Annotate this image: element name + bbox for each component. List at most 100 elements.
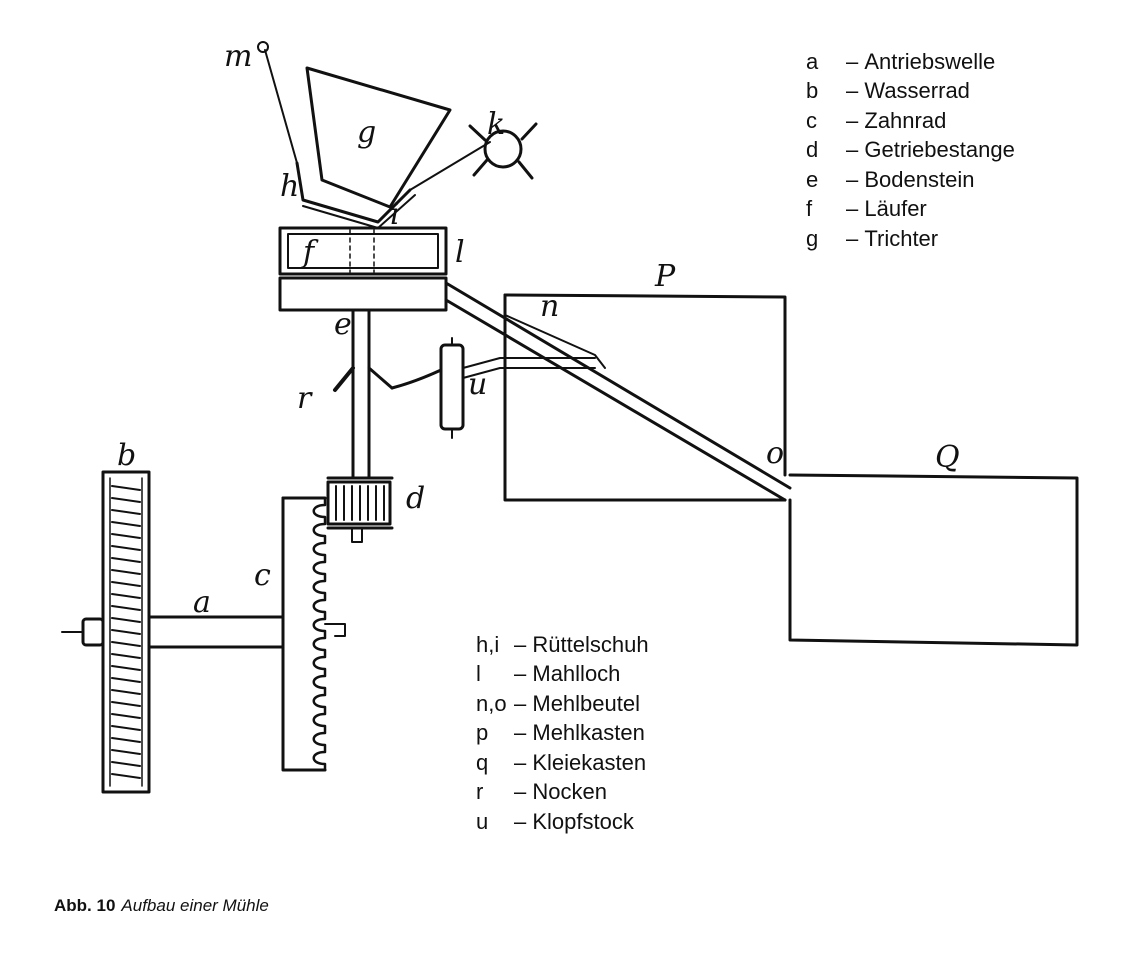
legend-dash: –: [514, 631, 527, 657]
caption-text: Aufbau einer Mühle: [121, 896, 269, 915]
wheel-slat: [111, 557, 141, 563]
wheel-slat: [111, 713, 141, 719]
bran-box: [788, 473, 1079, 647]
hopper: [305, 66, 452, 209]
part-label-a: a: [193, 585, 211, 620]
legend-label: Zahnrad: [864, 107, 947, 133]
wheel-slat: [111, 701, 141, 707]
legend-label: Wasserrad: [864, 78, 970, 104]
part-label-d: d: [406, 481, 425, 516]
part-label-l: l: [455, 235, 465, 270]
caption-prefix: Abb. 10: [54, 896, 116, 915]
flour-bolter: [444, 281, 792, 502]
legend-key: f: [806, 196, 813, 222]
wheel-slat: [111, 521, 141, 527]
knocking-stick: [439, 337, 596, 439]
wheel-slat: [111, 593, 141, 599]
part-label-u: u: [468, 367, 487, 402]
legend-key: u: [476, 808, 489, 834]
wheel-slat: [111, 533, 141, 539]
part-label-r: r: [297, 381, 313, 416]
wheel-slat: [111, 605, 141, 611]
legend-item: l– Mahlloch: [476, 660, 649, 690]
legend-item: f – Läufer: [806, 195, 1015, 225]
wheel-slat: [111, 689, 141, 695]
wheel-slat: [111, 485, 141, 491]
legend-item: e– Bodenstein: [806, 165, 1015, 195]
cams: [333, 366, 443, 392]
wheel-slat: [111, 773, 141, 779]
legend-key: n,o: [476, 690, 507, 716]
legend-item: c – Zahnrad: [806, 106, 1015, 136]
part-label-b: b: [117, 438, 136, 473]
legend-key: r: [476, 779, 484, 805]
part-label-o: o: [766, 436, 784, 471]
legend-item: q– Kleiekasten: [476, 748, 649, 778]
figure-caption: Abb. 10 Aufbau einer Mühle: [54, 896, 269, 916]
legend-label: Mehlkasten: [532, 720, 645, 746]
legend-label: Trichter: [864, 225, 939, 251]
legend-label: Nocken: [532, 779, 607, 805]
wheel-slat: [111, 629, 141, 635]
wheel-slat: [111, 677, 141, 683]
runner-stone: [278, 226, 448, 276]
legend-dash: –: [846, 107, 859, 133]
legend-top: a – Antriebswelle b – Wasserrad c – Zahnrad d –…: [806, 47, 1015, 254]
legend-label: Mehlbeutel: [532, 690, 641, 716]
legend-dash: –: [846, 78, 859, 104]
flour-box: [503, 293, 787, 502]
part-label-k: k: [487, 107, 505, 142]
legend-dash: –: [514, 661, 527, 687]
legend-label: Bodenstein: [864, 166, 975, 192]
part-label-e: e: [334, 307, 352, 342]
legend-item: b – Wasserrad: [806, 77, 1015, 107]
part-label-q: Q: [935, 440, 960, 475]
legend-dash: –: [846, 225, 859, 251]
water-wheel: [101, 470, 151, 794]
wheel-slat: [111, 509, 141, 515]
legend-dash: –: [514, 779, 527, 805]
part-label-g: g: [357, 115, 376, 150]
wheel-slat: [111, 665, 141, 671]
gear-wheel: [281, 496, 346, 772]
spindle: [351, 308, 371, 480]
part-label-m: m: [224, 39, 252, 74]
legend-key: l: [476, 661, 481, 687]
wheel-slat: [111, 737, 141, 743]
legend-dash: –: [514, 720, 527, 746]
wheel-slat: [111, 653, 141, 659]
legend-key: d: [806, 137, 819, 163]
legend-item: p– Mehlkasten: [476, 719, 649, 749]
wheel-slat: [111, 725, 141, 731]
lantern-pinion: [326, 476, 394, 543]
legend-label: Antriebswelle: [864, 48, 996, 74]
legend-label: Läufer: [864, 196, 927, 222]
wheel-slat: [111, 497, 141, 503]
part-label-n: n: [540, 289, 559, 324]
legend-item: h,i– Rüttelschuh: [476, 630, 649, 660]
legend-label: Rüttelschuh: [532, 631, 649, 657]
legend-dash: –: [514, 690, 527, 716]
wheel-slat: [111, 641, 141, 647]
legend-key: b: [806, 78, 819, 104]
bedstone: [278, 276, 448, 312]
legend-key: c: [806, 107, 817, 133]
legend-dash: –: [846, 48, 859, 74]
legend-key: a: [806, 48, 819, 74]
shoe-cord: [257, 41, 298, 164]
part-label-c: c: [254, 558, 271, 593]
legend-dash: –: [846, 196, 859, 222]
drive-shaft: [61, 615, 285, 649]
wheel-slat: [111, 569, 141, 575]
legend-key: h,i: [476, 631, 500, 657]
legend-key: q: [476, 749, 489, 775]
wheel-slat: [111, 545, 141, 551]
legend-item: u– Klopfstock: [476, 807, 649, 837]
wheel-slat: [111, 581, 141, 587]
legend-label: Kleiekasten: [532, 749, 647, 775]
legend-item: g– Trichter: [806, 224, 1015, 254]
shaking-shoe: [295, 161, 416, 229]
legend-dash: –: [846, 166, 859, 192]
